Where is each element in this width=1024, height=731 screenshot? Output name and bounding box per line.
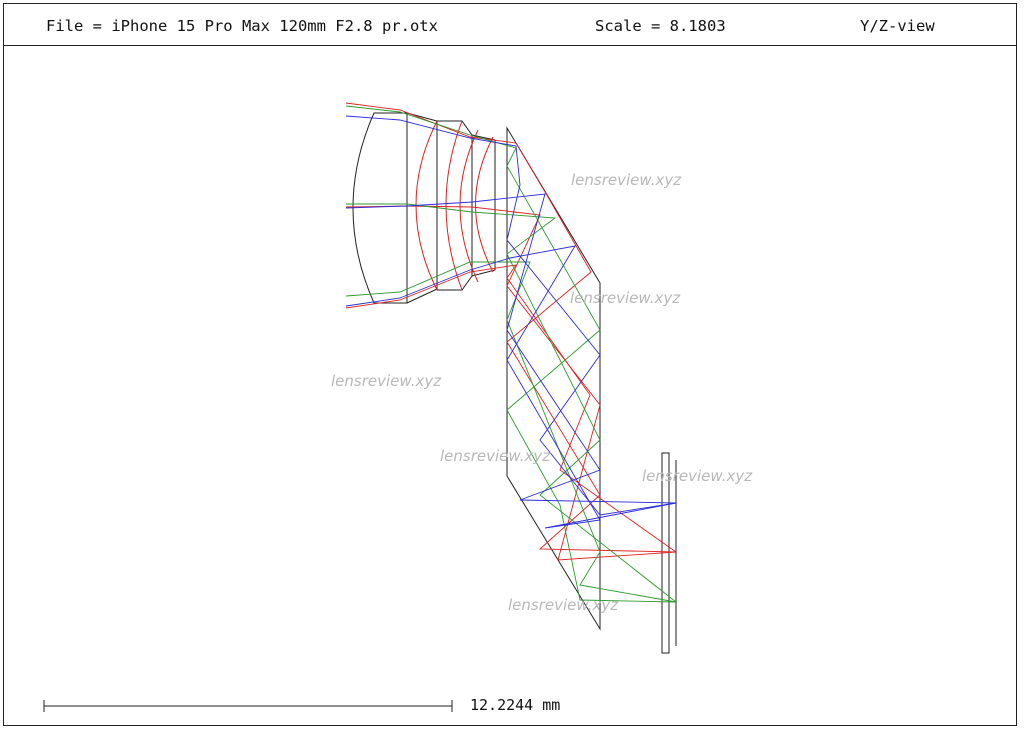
surface-curve — [475, 136, 494, 273]
header-bar: File = iPhone 15 Pro Max 120mm F2.8 pr.o… — [4, 4, 1016, 46]
scale-bar-label: 12.2244 mm — [470, 696, 561, 714]
ray — [345, 115, 677, 516]
front-lens-element — [352, 112, 408, 304]
scale-bar — [43, 700, 453, 712]
file-name-label: File = iPhone 15 Pro Max 120mm F2.8 pr.o… — [46, 17, 438, 35]
ray — [345, 245, 677, 529]
second-lens-element — [406, 112, 438, 304]
ray — [345, 261, 677, 603]
third-lens-element — [437, 120, 473, 291]
ray — [345, 105, 677, 603]
view-label: Y/Z-view — [860, 17, 935, 35]
surface-curve — [445, 120, 463, 291]
folding-prism — [506, 126, 601, 631]
ray — [346, 203, 677, 603]
small-element — [471, 134, 496, 277]
drawing-frame: File = iPhone 15 Pro Max 120mm F2.8 pr.o… — [3, 3, 1017, 726]
surface-curve — [459, 129, 479, 283]
ray — [345, 205, 677, 561]
blue-ray-bundle — [345, 115, 677, 529]
scale-label: Scale = 8.1803 — [595, 17, 726, 35]
lens-surfaces — [415, 120, 494, 291]
ray — [345, 193, 677, 504]
watermark-text: lensreview.xyz — [508, 596, 619, 614]
watermark-text: lensreview.xyz — [571, 171, 682, 189]
watermark-text: lensreview.xyz — [331, 372, 442, 390]
watermark-text: lensreview.xyz — [642, 467, 753, 485]
watermark-text: lensreview.xyz — [440, 447, 551, 465]
ray — [345, 264, 677, 553]
watermark-text: lensreview.xyz — [570, 289, 681, 307]
